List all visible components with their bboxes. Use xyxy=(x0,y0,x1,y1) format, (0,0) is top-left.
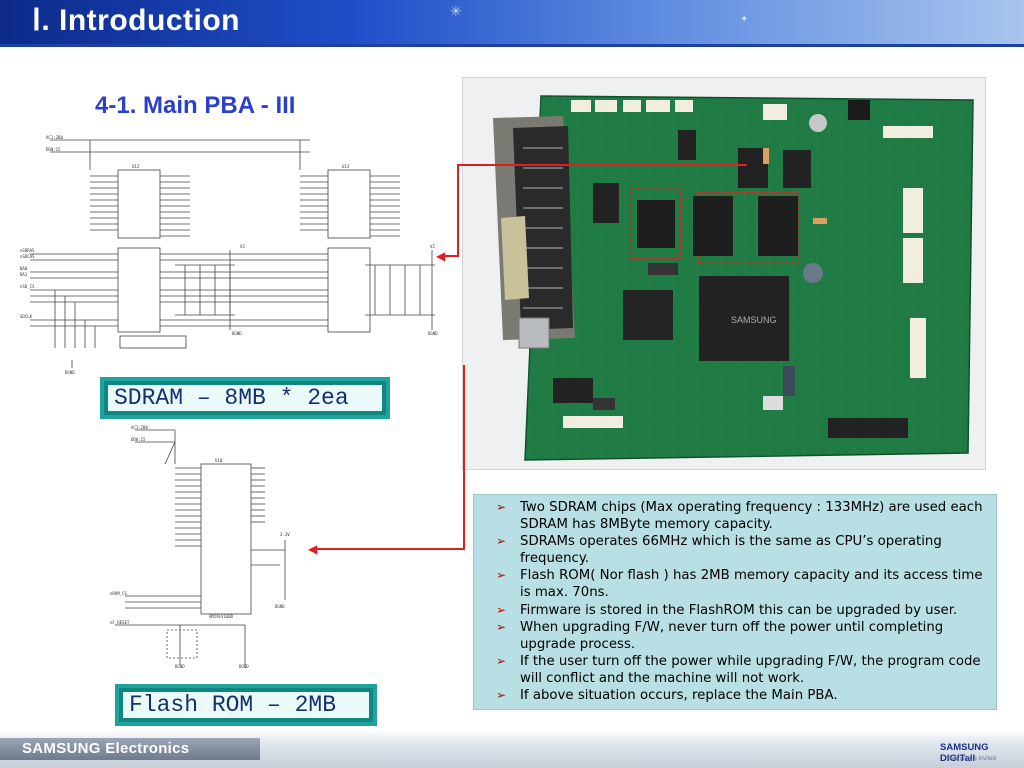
pcb-illustration: SAMSUNG xyxy=(493,95,974,461)
info-list: ➢Two SDRAM chips (Max operating frequenc… xyxy=(474,495,996,704)
list-item: ➢Flash ROM( Nor flash ) has 2MB memory c… xyxy=(496,568,983,601)
connector-line xyxy=(316,548,465,550)
samsung-digitall-logo: SAMSUNG DIGITall xyxy=(940,742,989,764)
list-item: ➢If above situation occurs, replace the … xyxy=(496,688,838,704)
connector-line xyxy=(457,164,459,256)
svg-text:nSD_CS: nSD_CS xyxy=(20,284,35,289)
header-bar xyxy=(0,0,1024,44)
list-item: ➢When upgrading F/W, never turn off the … xyxy=(496,619,944,652)
svg-text:AC1:2B0: AC1:2B0 xyxy=(46,135,63,140)
svg-text:AM29LV160D: AM29LV160D xyxy=(209,614,234,619)
bullet-arrow-icon: ➢ xyxy=(496,653,507,668)
main-pba-photo: SAMSUNG xyxy=(462,77,986,470)
svg-text:DGND: DGND xyxy=(428,331,438,336)
svg-text:V3: V3 xyxy=(430,244,435,249)
bullet-arrow-icon: ➢ xyxy=(496,688,507,703)
bullet-arrow-icon: ➢ xyxy=(496,602,507,617)
logo-tagline: everyone's invited xyxy=(948,756,996,762)
svg-text:DGND: DGND xyxy=(275,604,285,609)
sdram-label-box: SDRAM – 8MB * 2ea xyxy=(100,377,390,419)
sparkle-icon: ✳ xyxy=(450,3,462,19)
svg-text:nROM_CS: nROM_CS xyxy=(110,591,127,596)
svg-text:nSDRAS: nSDRAS xyxy=(20,248,35,253)
svg-text:BA0: BA0 xyxy=(20,266,28,271)
list-item: ➢SDRAMs operates 66MHz which is the same… xyxy=(496,534,942,567)
svg-text:DD0:15: DD0:15 xyxy=(46,147,61,152)
header-divider xyxy=(0,44,1024,47)
connector-line xyxy=(463,365,465,549)
arrow-left-icon: ◀ xyxy=(436,249,446,263)
svg-text:BA1: BA1 xyxy=(20,272,28,277)
svg-text:DD0:15: DD0:15 xyxy=(131,437,146,442)
svg-text:DGND: DGND xyxy=(175,664,185,669)
list-item: ➢Two SDRAM chips (Max operating frequenc… xyxy=(496,500,983,533)
page-title: Ⅰ. Introduction xyxy=(32,4,240,37)
sdram-label-inner xyxy=(108,385,382,411)
list-item: ➢Firmware is stored in the FlashROM this… xyxy=(496,602,958,618)
flash-label-inner xyxy=(123,692,369,718)
list-item: ➢If the user turn off the power while up… xyxy=(496,653,981,686)
svg-text:U12: U12 xyxy=(132,164,140,169)
arrow-left-icon: ◀ xyxy=(308,542,318,556)
svg-text:DGND: DGND xyxy=(232,331,242,336)
svg-text:DGND: DGND xyxy=(65,370,75,375)
sparkle-icon: ✦ xyxy=(740,14,749,25)
svg-text:nF_RESET: nF_RESET xyxy=(110,620,130,625)
bullet-arrow-icon: ➢ xyxy=(496,500,507,514)
bullet-arrow-icon: ➢ xyxy=(496,619,507,634)
connector-line xyxy=(443,255,459,257)
svg-text:nSDCAS: nSDCAS xyxy=(20,254,35,259)
bullet-arrow-icon: ➢ xyxy=(496,534,507,549)
section-subtitle: 4-1. Main PBA - III xyxy=(95,92,296,119)
info-box: ➢Two SDRAM chips (Max operating frequenc… xyxy=(473,494,997,710)
svg-text:V3: V3 xyxy=(240,244,245,249)
svg-text:U10: U10 xyxy=(215,458,223,463)
svg-text:U13: U13 xyxy=(342,164,350,169)
svg-text:3.3V: 3.3V xyxy=(280,532,290,537)
footer-brand: SAMSUNG Electronics xyxy=(22,740,190,757)
svg-text:AC1:2B0: AC1:2B0 xyxy=(131,425,148,430)
footer-brand-bar xyxy=(0,738,260,760)
svg-text:DGND: DGND xyxy=(239,664,249,669)
sdram-label: SDRAM – 8MB * 2ea xyxy=(114,385,349,411)
connector-line xyxy=(457,164,747,166)
bullet-arrow-icon: ➢ xyxy=(496,568,507,583)
svg-text:SDCLK: SDCLK xyxy=(20,314,33,319)
svg-text:SAMSUNG: SAMSUNG xyxy=(731,315,777,325)
flash-label-box: Flash ROM – 2MB xyxy=(115,684,377,726)
flash-label: Flash ROM – 2MB xyxy=(129,692,337,718)
